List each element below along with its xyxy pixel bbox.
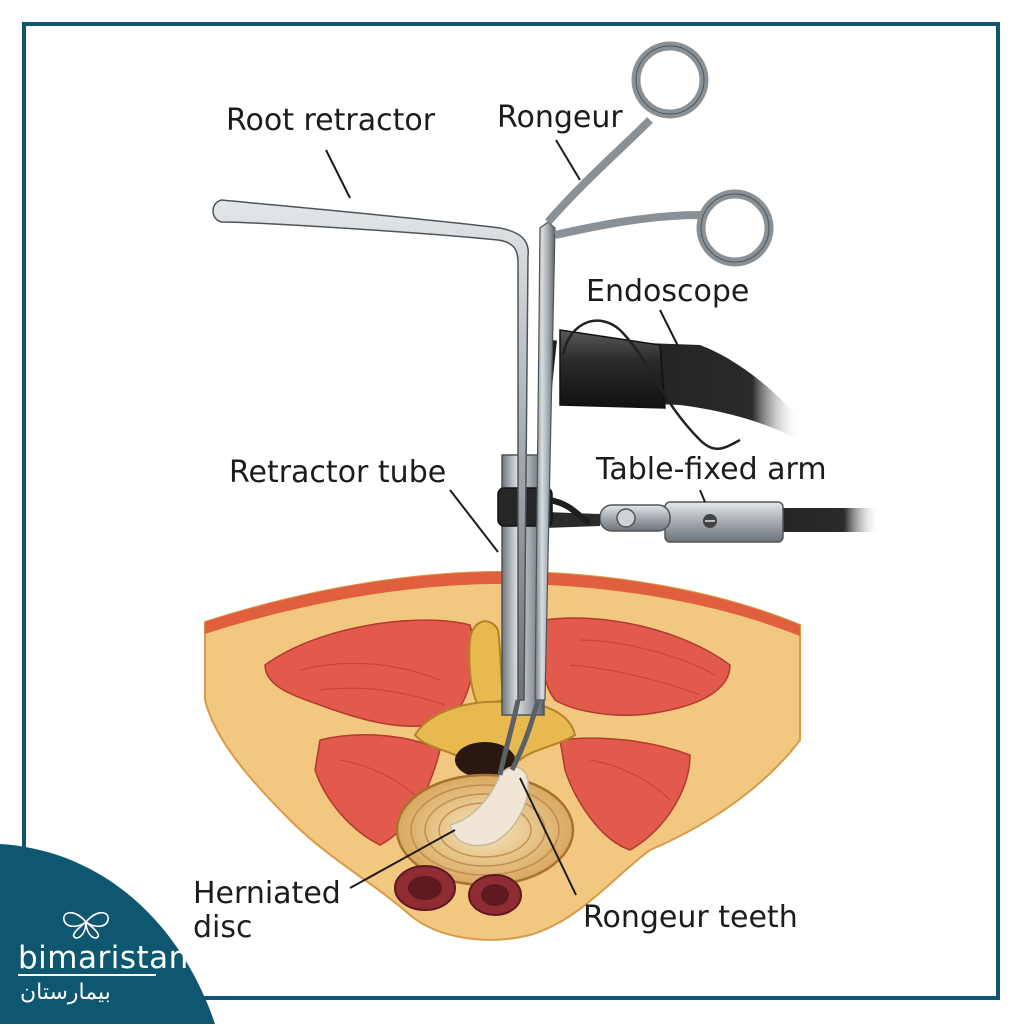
root-retractor <box>212 199 529 701</box>
leader-retractor-tube <box>449 489 499 553</box>
rongeur <box>497 41 774 776</box>
label-herniated-disc-line2: disc <box>193 910 253 945</box>
butterfly-icon <box>63 911 109 939</box>
brand-name-arabic: بيمارستان <box>20 980 111 1005</box>
leader-root-retractor <box>325 149 351 199</box>
leader-endoscope <box>659 309 679 347</box>
muscle-right-upper <box>540 617 731 716</box>
leader-rongeur <box>555 139 581 181</box>
herniated-disc <box>449 766 529 847</box>
leader-rongeur-teeth <box>519 777 577 896</box>
rongeur-teeth-tip <box>509 699 541 772</box>
label-endoscope: Endoscope <box>586 274 750 309</box>
leader-lines <box>325 139 706 896</box>
label-root-retractor: Root retractor <box>226 103 436 138</box>
brand-divider <box>18 974 156 976</box>
label-rongeur-teeth: Rongeur teeth <box>583 900 798 935</box>
leader-table-fixed-arm <box>699 489 706 503</box>
label-herniated-disc-line1: Herniated <box>193 876 341 911</box>
label-rongeur: Rongeur <box>497 100 623 135</box>
muscle-right-lower <box>559 737 691 851</box>
frame-border <box>22 22 1000 1000</box>
skin-layer <box>205 571 800 636</box>
table-fixed-arm <box>545 501 880 543</box>
label-table-fixed-arm: Table-fixed arm <box>596 452 827 487</box>
brand-corner <box>0 844 215 1024</box>
label-retractor-tube: Retractor tube <box>229 455 447 490</box>
leader-herniated-disc <box>349 829 456 889</box>
brand-name: bimaristan <box>18 940 189 976</box>
